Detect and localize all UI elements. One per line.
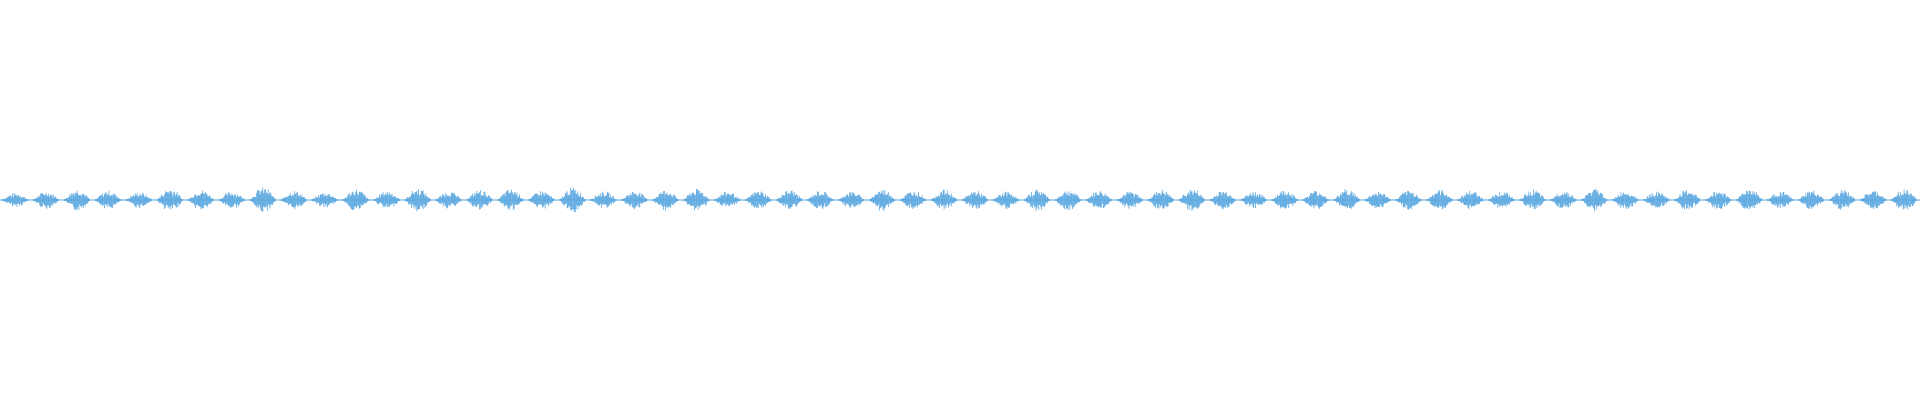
waveform-pulse	[714, 191, 741, 207]
waveform-pulse	[900, 191, 927, 209]
waveform-pulse	[1612, 192, 1639, 209]
waveform-pulse	[1674, 190, 1701, 210]
waveform-pulse	[1705, 192, 1732, 209]
waveform-pulse	[2, 193, 29, 207]
waveform-pulse	[1209, 191, 1236, 210]
waveform-pulse	[466, 190, 493, 210]
waveform-pulse	[1457, 190, 1484, 210]
waveform-pulse	[311, 193, 338, 208]
waveform-pulse	[869, 190, 896, 211]
waveform-pulse	[187, 190, 214, 210]
waveform-pulse	[1767, 191, 1794, 209]
waveform-pulse	[218, 192, 245, 208]
waveform-pulse	[1829, 190, 1856, 210]
waveform-pulse	[33, 192, 59, 209]
waveform-pulse	[1891, 189, 1918, 210]
waveform-pulse	[1798, 190, 1825, 209]
waveform-pulse	[64, 190, 90, 211]
waveform-pulse	[1024, 189, 1050, 211]
waveform-pulse	[342, 189, 369, 210]
waveform-pulse	[95, 190, 121, 209]
waveform-pulse	[280, 191, 307, 210]
waveform-pulse	[1178, 189, 1205, 211]
waveform-pulse	[993, 191, 1019, 209]
waveform-pulse	[1271, 191, 1298, 209]
waveform-pulse	[1550, 192, 1577, 208]
waveform-pulse	[1736, 190, 1763, 210]
waveform-pulse	[435, 192, 462, 209]
waveform-pulse	[838, 191, 865, 209]
waveform-pulse	[528, 191, 555, 209]
waveform-pulse	[683, 188, 710, 210]
waveform-pulse	[1116, 191, 1143, 209]
waveform-pulse	[1055, 191, 1081, 211]
waveform-pulse	[1364, 191, 1391, 208]
waveform-pulse	[1488, 192, 1515, 208]
waveform-pulse	[1147, 190, 1174, 209]
waveform-pulse	[1085, 191, 1112, 208]
waveform-pulse	[1643, 191, 1670, 208]
waveform-pulse	[1333, 189, 1360, 209]
waveform-pulse	[125, 192, 152, 208]
waveform-pulse	[962, 191, 989, 209]
waveform-pulse	[1302, 191, 1329, 209]
waveform-pulse	[745, 191, 772, 208]
waveform-pulse	[931, 189, 958, 210]
waveform-pulse	[590, 191, 617, 208]
waveform-pulse	[1519, 189, 1546, 209]
waveform-pulse	[559, 187, 586, 213]
waveform-pulse	[621, 191, 648, 210]
waveform-pulse	[1395, 190, 1422, 210]
waveform-pulse	[373, 191, 400, 208]
waveform-pulse	[249, 187, 276, 212]
waveform-pulse	[1860, 191, 1887, 210]
waveform-pulse	[776, 190, 803, 209]
waveform-pulses	[2, 187, 1918, 213]
waveform-pulse	[497, 189, 524, 210]
waveform-pulse	[156, 191, 183, 210]
waveform-pulse	[1581, 189, 1608, 211]
waveform-pulse	[807, 191, 834, 209]
waveform-pulse	[1426, 189, 1453, 210]
waveform-pulse	[652, 190, 679, 211]
waveform-pulse	[404, 189, 431, 212]
waveform-pulse	[1240, 192, 1267, 208]
